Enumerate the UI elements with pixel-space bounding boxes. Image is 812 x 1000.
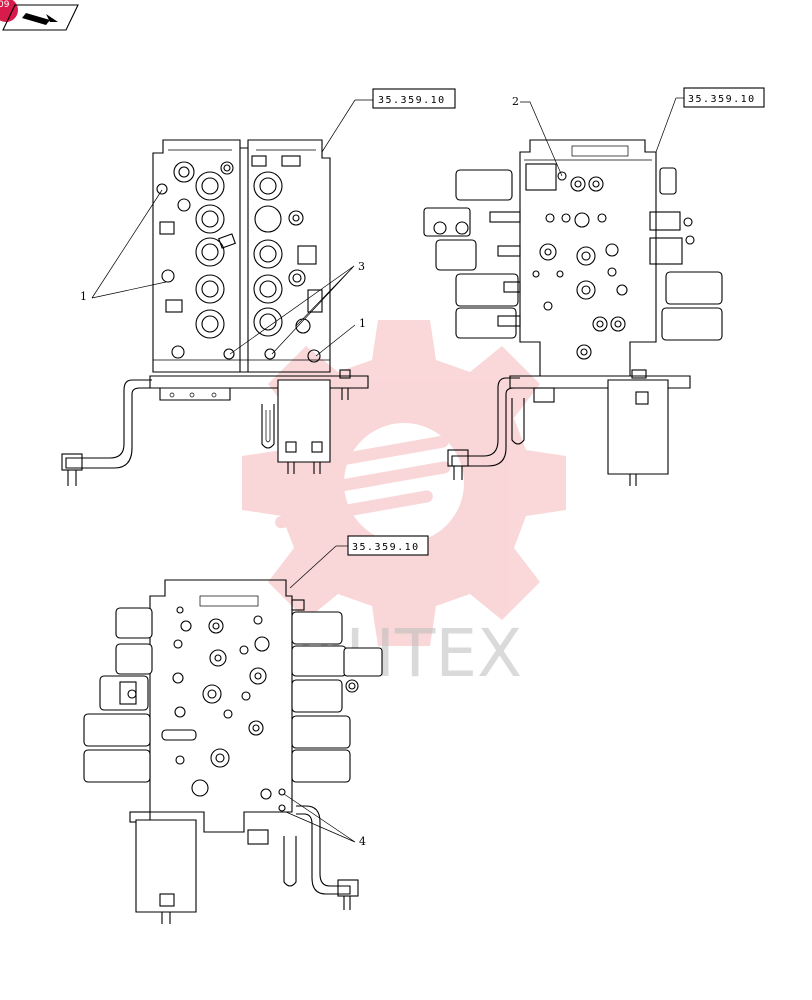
reference-label-top-left: 35.359.10 <box>378 95 446 106</box>
watermark-gear-logo <box>242 320 566 646</box>
reference-box-top-right[interactable]: 35.359.10 <box>683 87 765 108</box>
callout-1-left: 1 <box>80 189 167 303</box>
callout-3: 3 <box>229 260 365 355</box>
svg-text:1: 1 <box>80 290 87 303</box>
svg-text:2: 2 <box>512 95 519 108</box>
callout-1-right: 1 <box>315 317 366 357</box>
reference-box-bottom[interactable]: 35.359.10 <box>347 535 429 556</box>
svg-text:1: 1 <box>359 317 366 330</box>
reference-box-top-left[interactable]: 35.359.10 <box>372 88 456 109</box>
valve-view-bottom <box>83 579 383 924</box>
reference-label-top-right: 35.359.10 <box>688 94 756 105</box>
callout-2: 2 <box>512 95 563 177</box>
svg-text:4: 4 <box>359 835 366 848</box>
page-badge: 09 <box>0 0 10 10</box>
svg-text:3: 3 <box>358 260 365 273</box>
valve-view-top-right <box>423 139 723 486</box>
page-badge-dot <box>0 0 18 22</box>
reference-label-bottom: 35.359.10 <box>352 542 420 553</box>
callout-4: 4 <box>283 793 366 848</box>
header-book-icon[interactable]: 09 <box>0 0 79 31</box>
valve-view-top-left <box>61 139 369 486</box>
